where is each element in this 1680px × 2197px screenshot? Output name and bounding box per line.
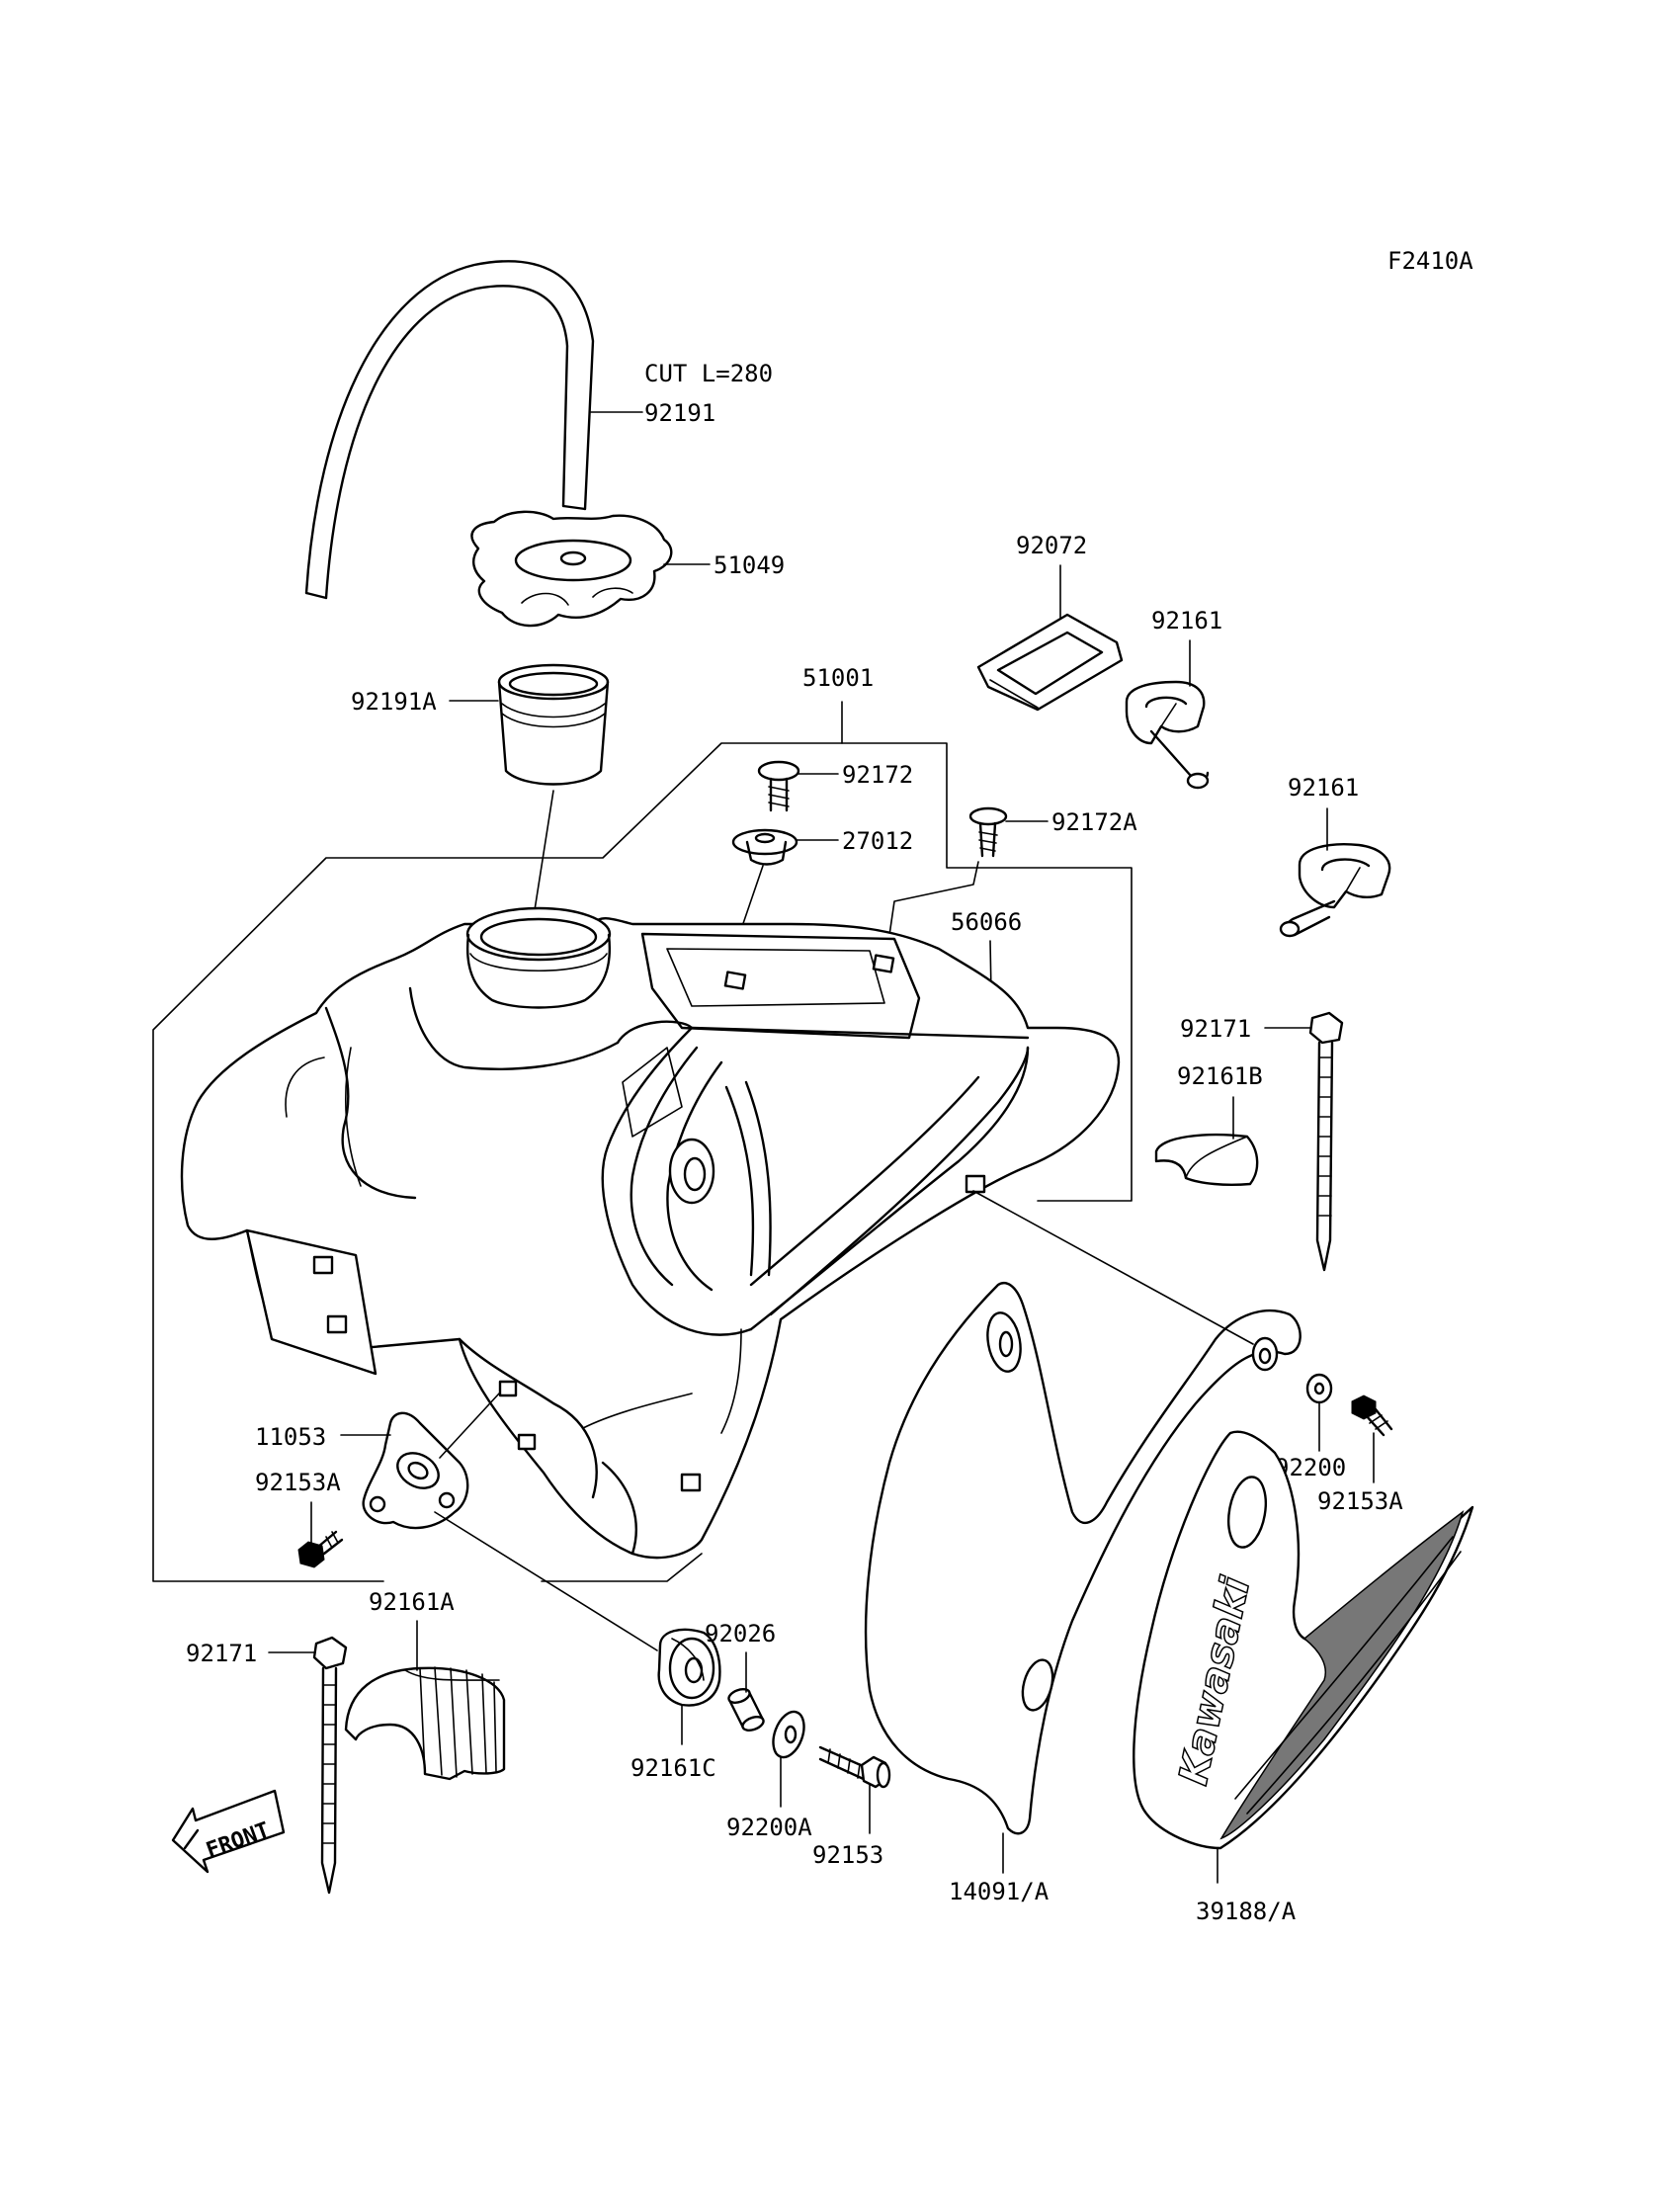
part-label-14091A: 14091/A xyxy=(949,1878,1050,1905)
leader-sleeve-to-neck xyxy=(531,790,554,930)
bracket-11053-part xyxy=(362,1411,469,1530)
figure-code: F2410A xyxy=(1387,247,1473,275)
part-label-92171-right: 92171 xyxy=(1180,1015,1251,1043)
fuel-cap-part xyxy=(470,510,673,628)
part-label-92172: 92172 xyxy=(842,761,913,789)
leader-11053-to-damper xyxy=(434,1511,658,1651)
part-label-92161A: 92161A xyxy=(369,1588,455,1616)
cable-tie-left-part xyxy=(312,1636,348,1895)
damper-92161B-part xyxy=(1154,1133,1259,1186)
part-label-51049: 51049 xyxy=(714,551,785,579)
screw-92172A-part xyxy=(968,806,1008,858)
fuel-tank-part xyxy=(180,906,1121,1560)
part-label-92161-top: 92161 xyxy=(1151,607,1222,634)
bolt-92153A-right-part xyxy=(1351,1394,1393,1437)
assembly-bracket-right xyxy=(841,742,1133,1202)
leader-tank-to-shroud xyxy=(972,1190,1254,1345)
part-label-92191: 92191 xyxy=(644,399,715,427)
screw-92172-part xyxy=(757,760,800,812)
breather-hose-part xyxy=(304,260,595,600)
filler-sleeve-part xyxy=(497,663,610,786)
part-label-92172A: 92172A xyxy=(1051,808,1137,836)
spacer-92026-part xyxy=(727,1688,765,1732)
shroud-14091-part xyxy=(864,1282,1302,1835)
damper-92161-mid-part xyxy=(1279,843,1391,938)
part-label-39188A: 39188/A xyxy=(1196,1898,1297,1925)
assembly-bracket-left xyxy=(152,701,843,1582)
washer-92200A-part xyxy=(772,1710,805,1759)
front-arrow: FRONT xyxy=(171,1789,286,1874)
cable-tie-right-part xyxy=(1308,1011,1344,1272)
part-label-92153A-left: 92153A xyxy=(255,1469,341,1496)
bolt-92153A-left-part xyxy=(297,1530,344,1568)
part-label-56066: 56066 xyxy=(951,908,1022,936)
part-label-92026: 92026 xyxy=(705,1620,776,1648)
part-label-92171-left: 92171 xyxy=(186,1640,257,1667)
part-label-92072: 92072 xyxy=(1016,532,1087,559)
part-label-11053: 11053 xyxy=(255,1423,326,1451)
damper-92161C-part xyxy=(657,1628,721,1707)
part-label-92191A: 92191A xyxy=(351,688,437,716)
leader-92172A-to-tank xyxy=(886,861,979,950)
damper-92161-top-part xyxy=(1125,680,1210,790)
assembly-bracket-bottom xyxy=(541,1553,703,1582)
cut-length-note: CUT L=280 xyxy=(644,360,773,387)
part-label-92153: 92153 xyxy=(812,1841,883,1869)
part-label-92153A-right: 92153A xyxy=(1317,1487,1403,1515)
decal-39188-part: Kawasaki xyxy=(1133,1430,1474,1850)
part-label-92161C: 92161C xyxy=(630,1754,716,1782)
part-label-92161B: 92161B xyxy=(1177,1062,1263,1090)
part-label-92161-mid: 92161 xyxy=(1288,774,1359,802)
bolt-92153-part xyxy=(818,1745,891,1789)
collar-27012-part xyxy=(731,828,798,866)
part-label-27012: 27012 xyxy=(842,827,913,855)
washer-92200-part xyxy=(1305,1373,1333,1404)
band-92072-part xyxy=(976,613,1124,712)
part-label-92200A: 92200A xyxy=(726,1814,812,1841)
leader-11053-to-tank xyxy=(439,1393,500,1459)
part-label-51001: 51001 xyxy=(802,664,874,692)
damper-92161A-part xyxy=(344,1666,506,1781)
